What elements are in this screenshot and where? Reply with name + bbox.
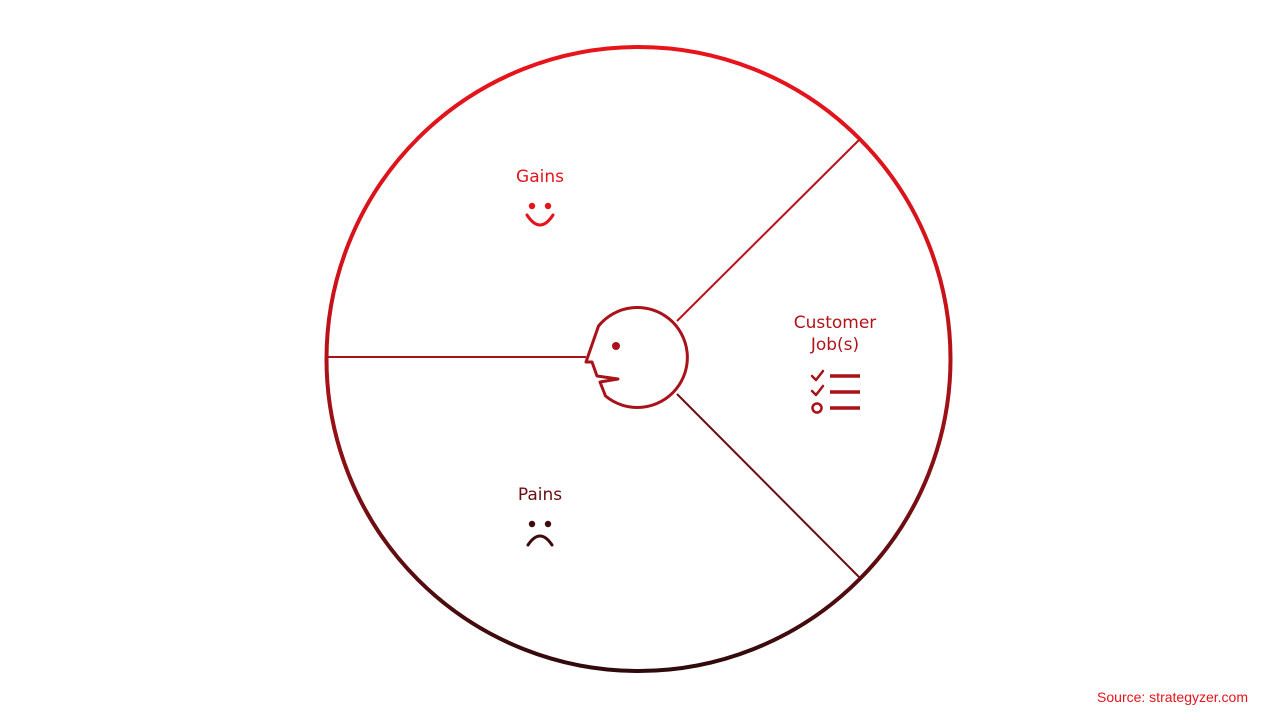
source-credit: Source: strategyzer.com (1097, 689, 1248, 705)
pains-label: Pains (517, 485, 563, 505)
divider-upper-right (676, 138, 861, 322)
gains-label: Gains (516, 167, 564, 187)
checklist-icon (810, 369, 860, 414)
customer-face-icon (584, 305, 689, 409)
customer-eye (612, 342, 620, 350)
customer-jobs-label-line1: Customer (793, 313, 877, 333)
frown-icon (526, 520, 554, 547)
smile-icon (525, 202, 555, 227)
outer-circle (324, 45, 953, 673)
customer-jobs-label: Customer Job(s) (765, 312, 905, 356)
customer-jobs-label-line2: Job(s) (810, 335, 860, 355)
divider-lower-right (676, 393, 861, 579)
